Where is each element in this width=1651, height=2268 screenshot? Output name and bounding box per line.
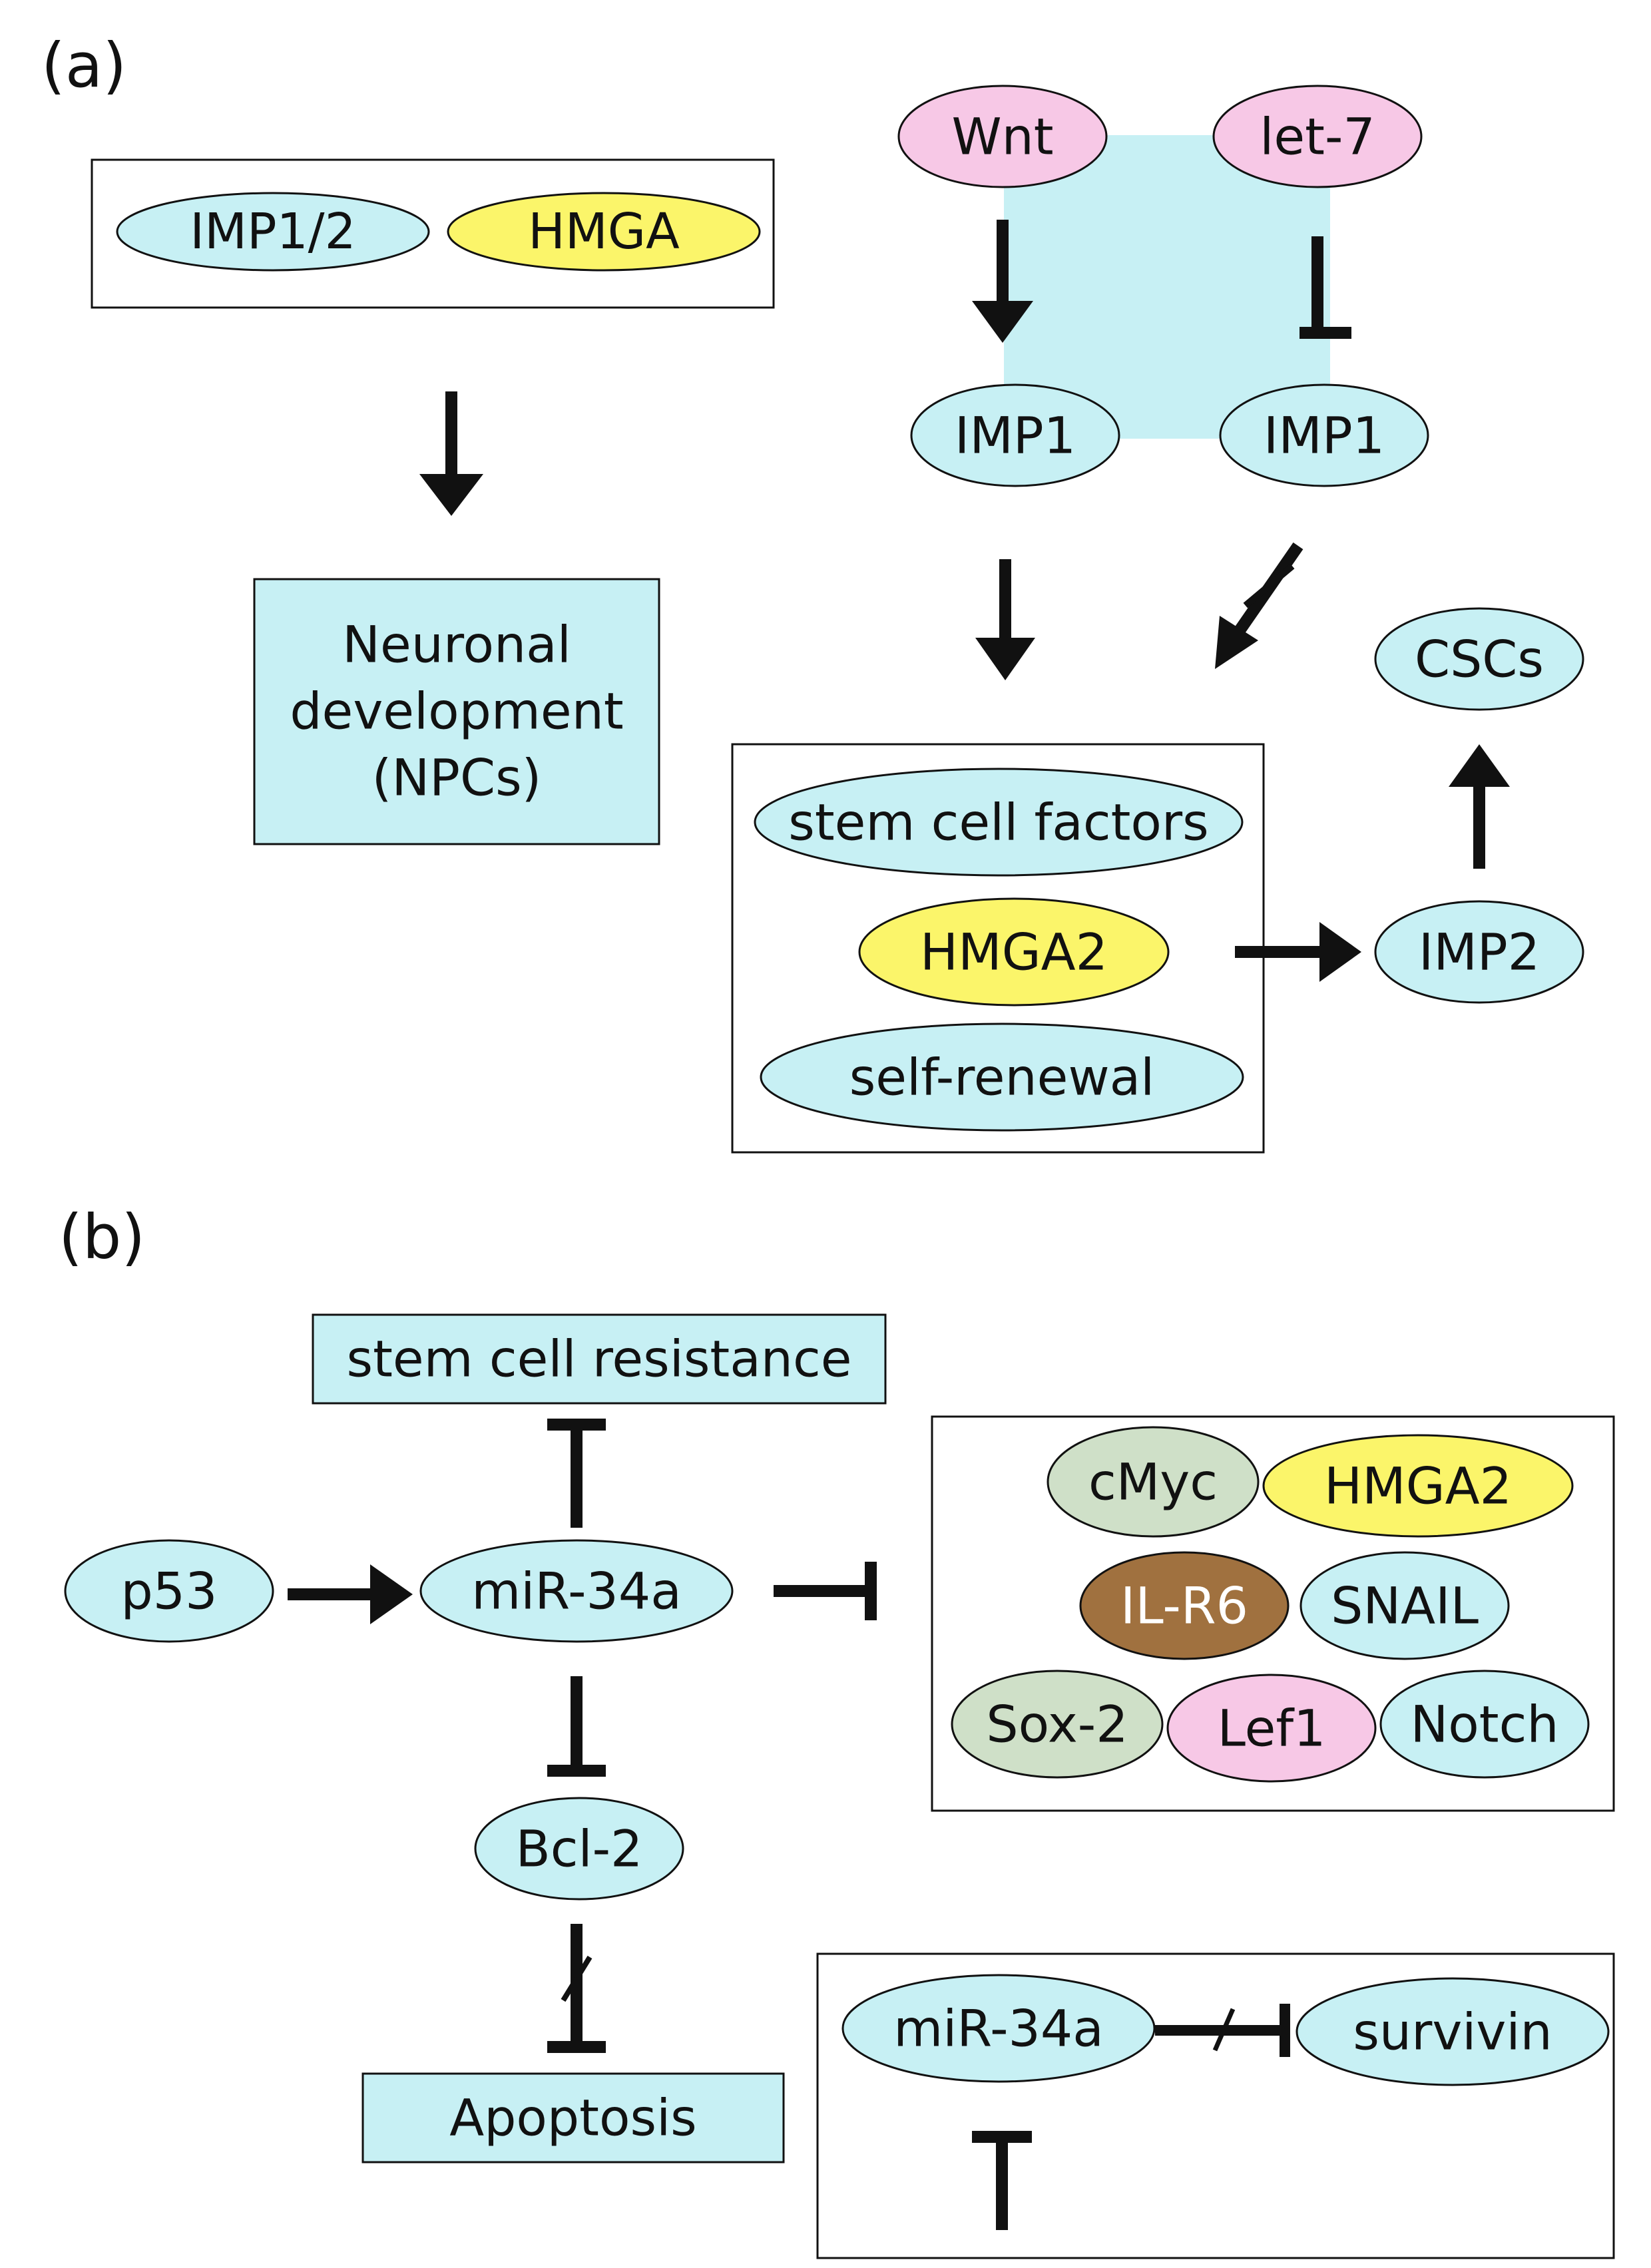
self-renewal-node [760,1022,1244,1132]
lef1-label: Lef1 [1218,1699,1326,1758]
neuronal-line2: development [290,682,623,741]
cmyc-node [1047,1426,1260,1538]
p53-node [64,1539,274,1643]
cscs-node [1374,607,1584,711]
inset-mir34a-label: miR-34a [893,1999,1104,2058]
self-renewal-label: self-renewal [849,1048,1155,1107]
neuronal-development-box [253,578,660,845]
imp1-left-label: IMP1 [955,406,1076,465]
sox2-label: Sox-2 [986,1695,1128,1754]
stem-cell-resistance-label: stem cell resistance [347,1329,852,1389]
stem-cell-factors-node [754,768,1244,877]
stem-cell-factors-label: stem cell factors [788,793,1209,852]
let7-node [1212,85,1423,188]
imp1-right-blocked-arrow [1215,542,1303,669]
arrow-to-neuronal [419,391,483,516]
notch-label: Notch [1410,1695,1558,1754]
inset-mir34a-node [841,1974,1156,2083]
p53-label: p53 [121,1562,218,1621]
apoptosis-label: Apoptosis [449,2088,697,2148]
hmga2-a-node [858,897,1170,1007]
mir34a-inhibits-targets [774,1562,877,1620]
bcl2-label: Bcl-2 [516,1819,643,1879]
inset-bottom-inhibition [972,2131,1032,2230]
imp2-node [1374,900,1584,1004]
mir34a-inhibits-resistance [547,1419,606,1528]
hmga2-b-label: HMGA2 [1324,1457,1512,1516]
notch-node [1379,1670,1590,1779]
ilr6-node [1079,1551,1290,1660]
imp1-right-label: IMP1 [1264,406,1385,465]
cmyc-label: cMyc [1088,1453,1218,1512]
let7-inhibits-imp1 [1299,236,1351,339]
hmga-node [447,192,761,272]
mir34a-inhibits-bcl2 [547,1676,606,1777]
panel-b-label: (b) [59,1202,145,1273]
apoptosis-box [361,2072,785,2163]
hmga-label: HMGA [528,203,680,260]
imp1-right-node [1219,383,1429,487]
bcl2-node [474,1797,684,1901]
cscs-label: CSCs [1415,630,1544,689]
snail-node [1299,1551,1510,1660]
lef1-node [1166,1674,1377,1783]
regulation-square [1004,135,1330,439]
p53-activates-mir34a-arrow [288,1564,413,1624]
imp12-node [116,192,430,272]
bcl2-blocked-inhibition [547,1924,606,2053]
neuronal-line1: Neuronal [342,615,571,674]
mir34a-blocked-inhibits-survivin [1155,2004,1290,2057]
imp2-label: IMP2 [1419,923,1540,982]
stem-cell-resistance-box [312,1313,887,1405]
hmga2-a-label: HMGA2 [920,923,1108,982]
hmga2-to-imp2-arrow [1235,922,1361,982]
let7-label: let-7 [1260,107,1375,166]
panel-a-label: (a) [41,30,126,101]
snail-label: SNAIL [1331,1576,1479,1636]
hmga2-b-node [1262,1434,1574,1538]
mir34a-label: miR-34a [471,1562,682,1621]
survivin-node [1296,1977,1610,2086]
imp12-label: IMP1/2 [190,203,355,260]
survivin-label: survivin [1353,2002,1552,2062]
mir34a-node [419,1539,734,1643]
wnt-label: Wnt [951,107,1053,166]
ilr6-label: IL-R6 [1120,1576,1248,1636]
wnt-node [897,85,1108,188]
sox2-node [951,1670,1164,1779]
neuronal-line3: (NPCs) [372,748,542,807]
imp1-left-node [910,383,1120,487]
imp2-to-cscs-arrow [1449,744,1510,869]
imp1-left-down-arrow [975,559,1035,680]
wnt-activates-imp1-arrow [972,220,1033,343]
